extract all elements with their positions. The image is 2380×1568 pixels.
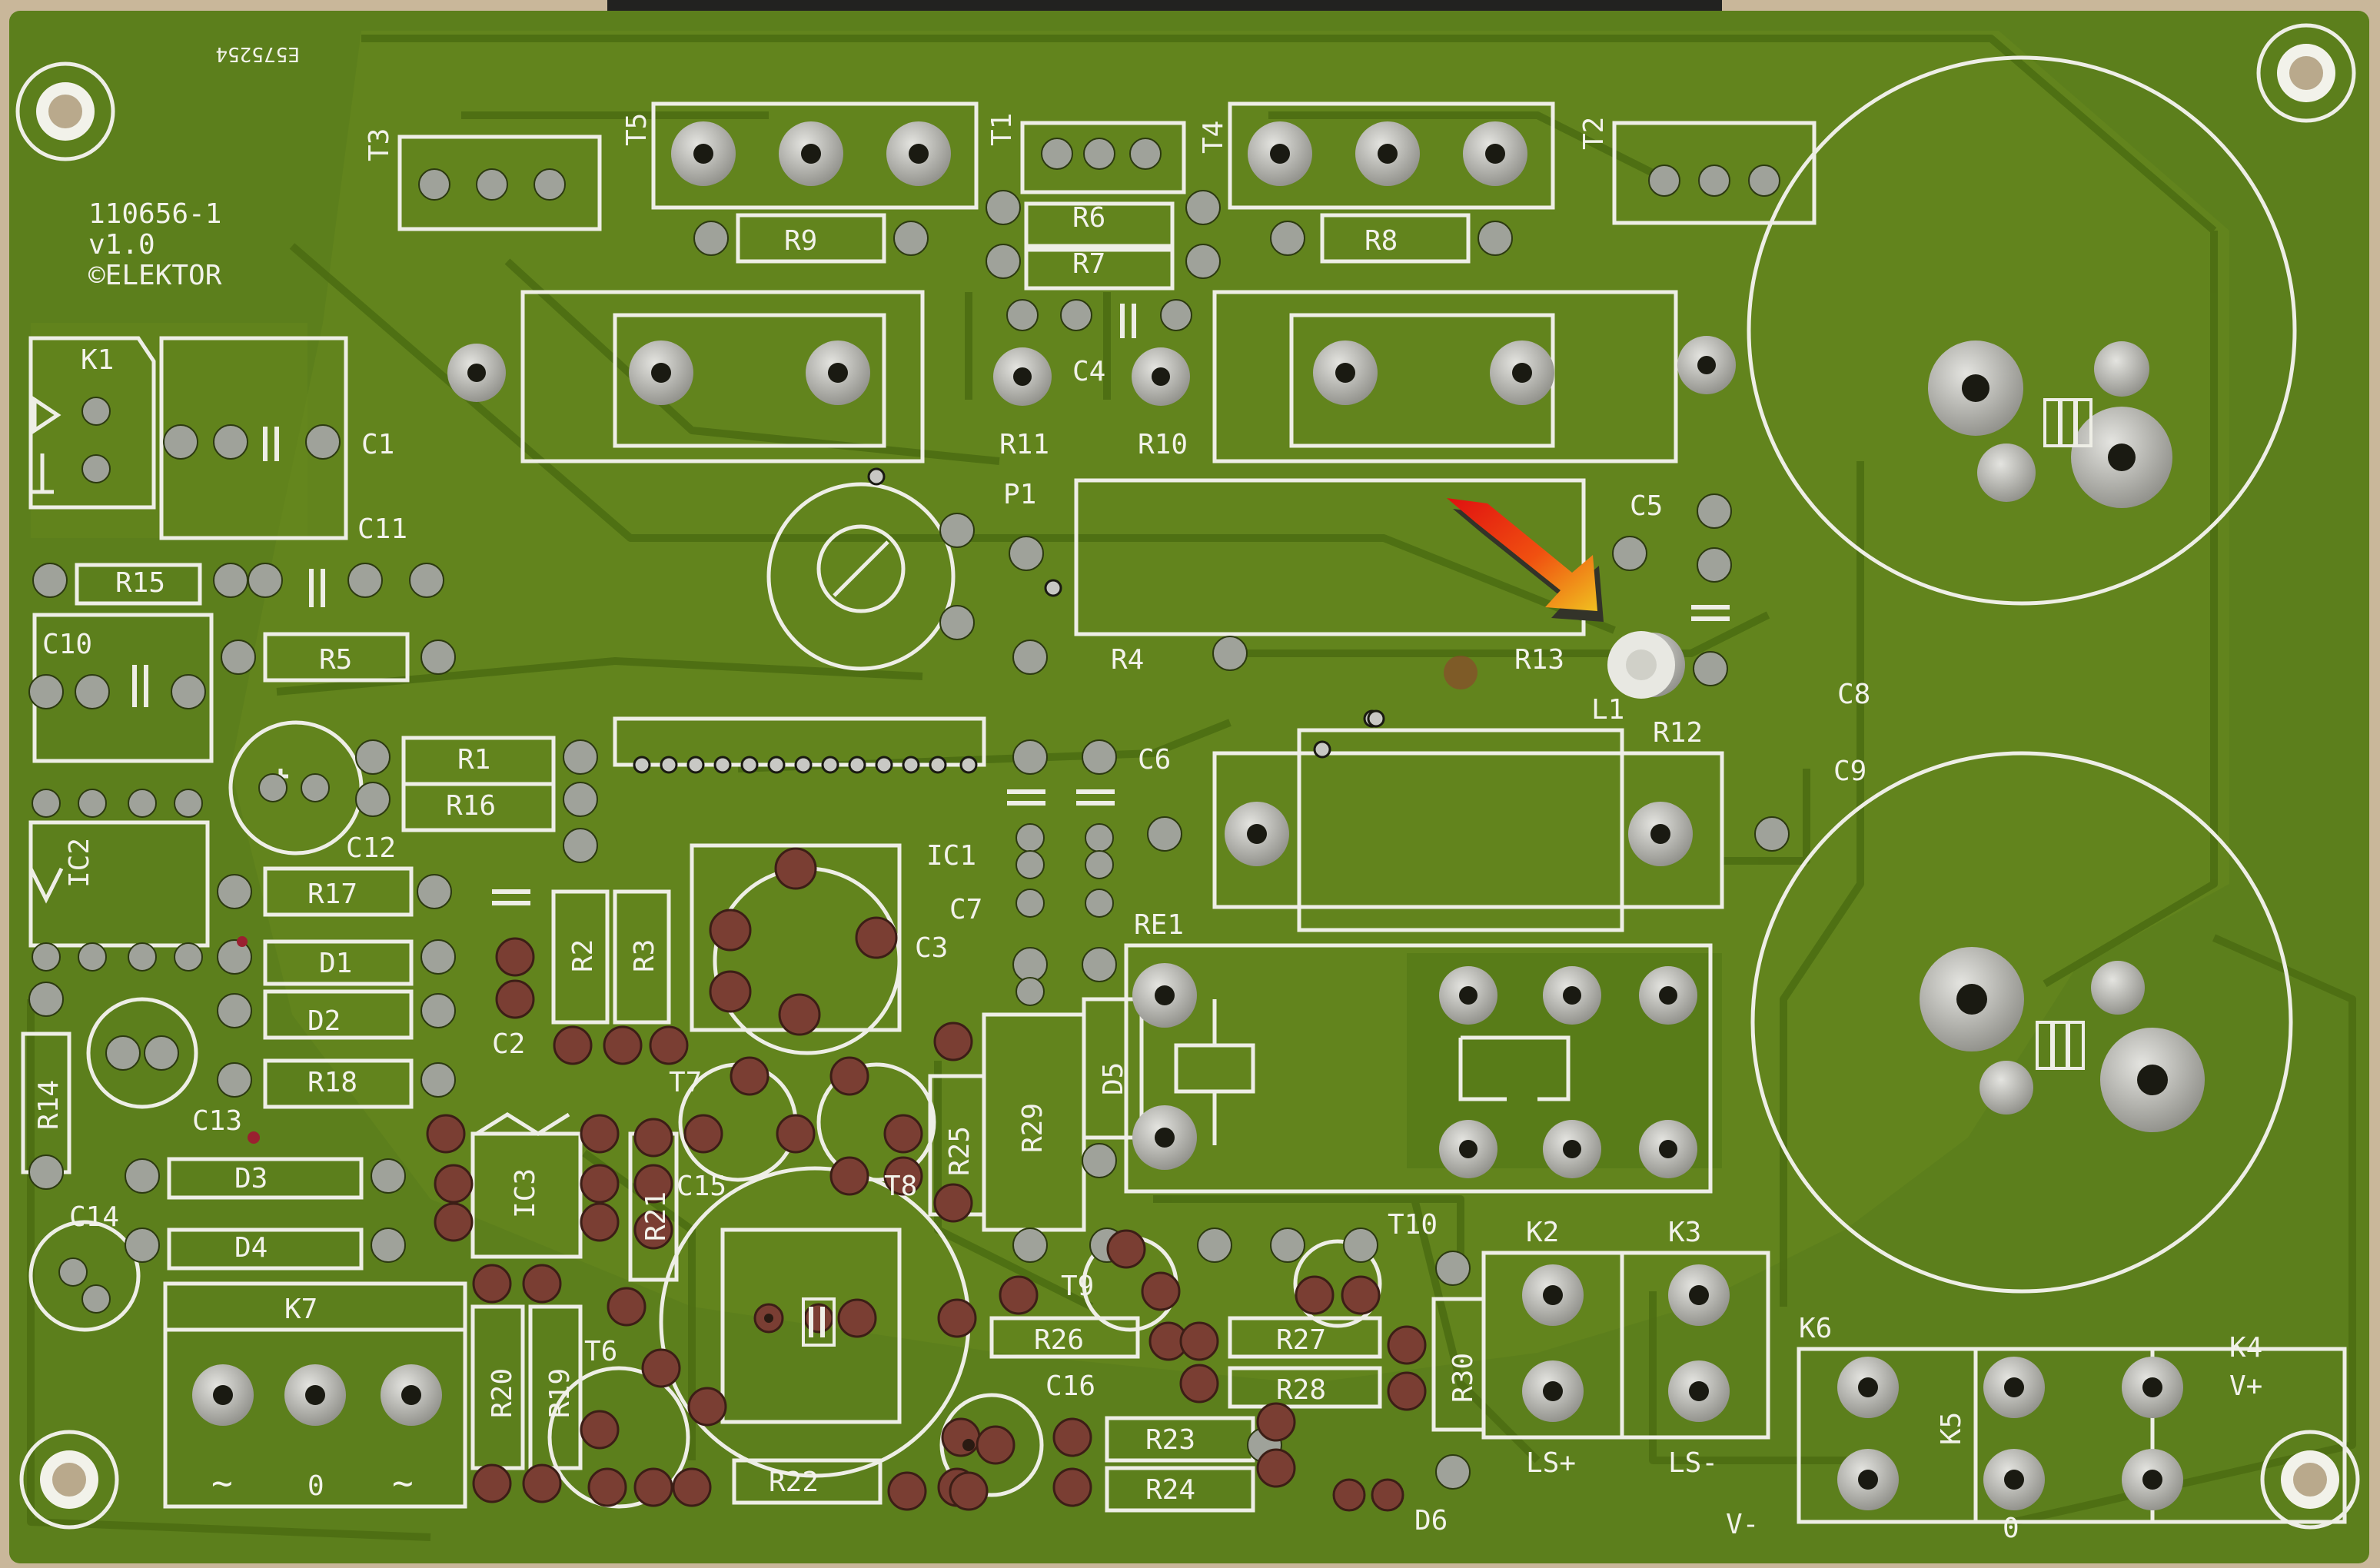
label-c6: C6 bbox=[1138, 744, 1171, 776]
label-r11: R11 bbox=[999, 429, 1049, 460]
label-r3: R3 bbox=[629, 939, 660, 972]
label-r16: R16 bbox=[446, 790, 496, 822]
label-d4: D4 bbox=[234, 1232, 268, 1264]
label-r28: R28 bbox=[1276, 1374, 1326, 1406]
label-c13: C13 bbox=[192, 1105, 242, 1137]
label-c15: C15 bbox=[676, 1171, 726, 1202]
cap-symbols bbox=[132, 304, 2078, 1337]
label-t2: T2 bbox=[1578, 117, 1610, 150]
label-zero: 0 bbox=[2003, 1513, 2019, 1544]
label-r14: R14 bbox=[33, 1080, 65, 1130]
label-r9: R9 bbox=[784, 225, 817, 257]
pads-small bbox=[28, 138, 1790, 1490]
label-r19: R19 bbox=[544, 1368, 576, 1418]
label-vplus: V+ bbox=[2229, 1370, 2262, 1402]
label-c2: C2 bbox=[492, 1028, 525, 1060]
label-c14: C14 bbox=[69, 1201, 119, 1233]
label-r29: R29 bbox=[1017, 1103, 1049, 1153]
label-r25: R25 bbox=[944, 1126, 976, 1176]
label-r4: R4 bbox=[1111, 644, 1144, 676]
label-c8: C8 bbox=[1837, 679, 1870, 710]
label-c4: C4 bbox=[1072, 356, 1105, 387]
board-id-2: v1.0 bbox=[88, 229, 155, 261]
label-c11: C11 bbox=[357, 513, 407, 545]
label-k4: K4 bbox=[2229, 1332, 2262, 1364]
label-k3: K3 bbox=[1668, 1217, 1701, 1248]
board-id-3: ©ELEKTOR bbox=[88, 260, 222, 291]
label-ic3: IC3 bbox=[510, 1168, 541, 1218]
label-ic1: IC1 bbox=[926, 840, 976, 872]
label-r6: R6 bbox=[1072, 202, 1105, 234]
label-t8: T8 bbox=[884, 1171, 917, 1202]
label-r27: R27 bbox=[1276, 1324, 1326, 1356]
k1-symbols bbox=[28, 396, 570, 1136]
label-k7: K7 bbox=[284, 1294, 317, 1325]
label-re1: RE1 bbox=[1134, 909, 1184, 941]
label-r2: R2 bbox=[567, 939, 599, 972]
label-r1: R1 bbox=[457, 744, 490, 776]
label-k6: K6 bbox=[1799, 1313, 1832, 1344]
board-code: E575254 bbox=[215, 42, 300, 65]
copper-traces bbox=[27, 35, 2356, 1541]
label-r17: R17 bbox=[307, 879, 357, 910]
label-r20: R20 bbox=[487, 1368, 518, 1418]
label-r13: R13 bbox=[1514, 644, 1564, 676]
label-ls-minus: LS- bbox=[1668, 1447, 1718, 1479]
label-r23: R23 bbox=[1145, 1424, 1195, 1456]
highlight-arrow bbox=[1447, 498, 1604, 622]
label-k7-tilde-left: ~ bbox=[211, 1462, 233, 1503]
label-r18: R18 bbox=[307, 1067, 357, 1098]
label-r22: R22 bbox=[769, 1467, 819, 1498]
label-k1: K1 bbox=[81, 344, 114, 376]
label-c3: C3 bbox=[915, 932, 948, 964]
label-r8: R8 bbox=[1365, 225, 1398, 257]
label-l1: L1 bbox=[1591, 694, 1624, 726]
label-r15: R15 bbox=[115, 567, 165, 599]
pads-large bbox=[36, 44, 2339, 1510]
label-k7-zero: 0 bbox=[307, 1470, 324, 1502]
label-t1: T1 bbox=[986, 113, 1018, 146]
pads-copper bbox=[426, 847, 1427, 1512]
label-d5: D5 bbox=[1098, 1062, 1129, 1095]
label-r21: R21 bbox=[640, 1191, 672, 1241]
label-t10: T10 bbox=[1388, 1209, 1438, 1241]
label-r12: R12 bbox=[1653, 717, 1703, 749]
label-c12: C12 bbox=[346, 832, 396, 864]
label-t3: T3 bbox=[364, 128, 395, 161]
label-k7-tilde-right: ~ bbox=[392, 1462, 414, 1503]
label-d6: D6 bbox=[1414, 1505, 1448, 1536]
label-t4: T4 bbox=[1198, 121, 1229, 154]
label-r5: R5 bbox=[319, 644, 352, 676]
label-r7: R7 bbox=[1072, 248, 1105, 280]
board-id-1: 110656-1 bbox=[88, 198, 221, 230]
label-p1: P1 bbox=[1003, 479, 1036, 510]
silk-text: E575254 110656-1 v1.0 ©ELEKTOR T3 T5 T1 … bbox=[33, 42, 2262, 1544]
label-d2: D2 bbox=[307, 1005, 341, 1037]
label-c5: C5 bbox=[1630, 490, 1663, 522]
label-r24: R24 bbox=[1145, 1474, 1195, 1506]
label-c1: C1 bbox=[361, 429, 394, 460]
label-ls-plus: LS+ bbox=[1526, 1447, 1576, 1479]
vias bbox=[633, 467, 1385, 774]
label-t6: T6 bbox=[584, 1336, 617, 1367]
label-d1: D1 bbox=[319, 948, 352, 979]
silkscreen bbox=[15, 23, 2360, 1530]
label-t7: T7 bbox=[669, 1067, 702, 1098]
label-c7: C7 bbox=[949, 894, 982, 925]
label-t5: T5 bbox=[621, 113, 653, 146]
label-t9: T9 bbox=[1061, 1271, 1094, 1302]
label-r26: R26 bbox=[1034, 1324, 1084, 1356]
label-c10: C10 bbox=[42, 629, 92, 660]
label-c9: C9 bbox=[1833, 756, 1866, 787]
label-c16: C16 bbox=[1045, 1370, 1095, 1402]
label-d3: D3 bbox=[234, 1163, 268, 1194]
label-k2: K2 bbox=[1526, 1217, 1559, 1248]
label-r10: R10 bbox=[1138, 429, 1188, 460]
label-r30: R30 bbox=[1448, 1353, 1479, 1403]
label-vminus: V- bbox=[1726, 1509, 1759, 1540]
label-ic2: IC2 bbox=[64, 838, 95, 888]
label-k5: K5 bbox=[1936, 1412, 1967, 1445]
